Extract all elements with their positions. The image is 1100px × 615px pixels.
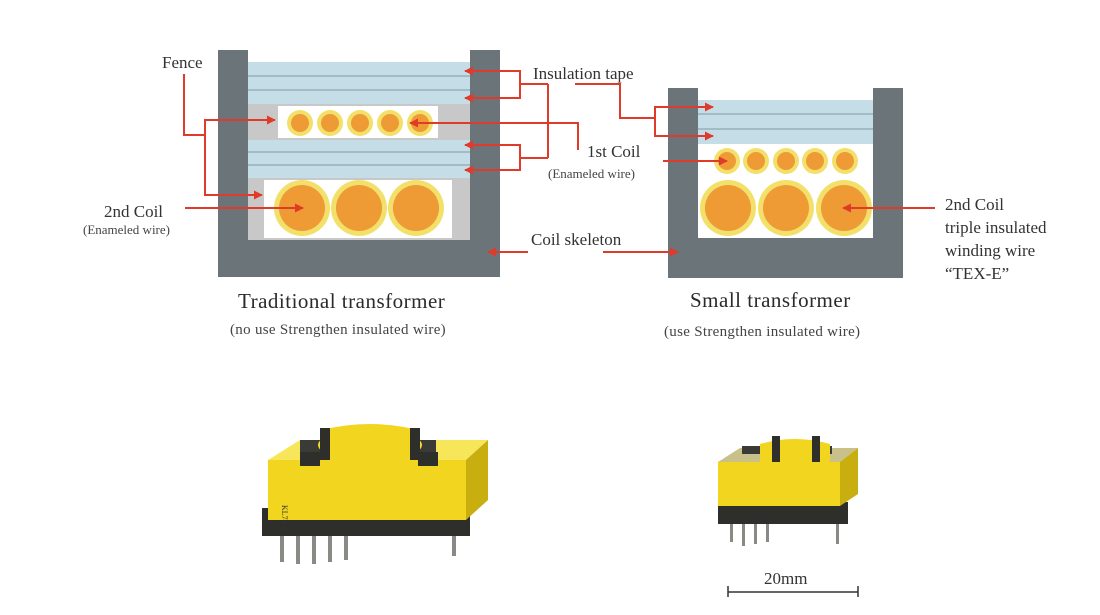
tape-arrow-6 bbox=[654, 118, 714, 141]
traditional-transformer-section bbox=[218, 50, 500, 277]
traditional-transformer-subtitle: (no use Strengthen insulated wire) bbox=[230, 322, 446, 338]
coil-skeleton-base bbox=[218, 240, 500, 277]
callout-arrows bbox=[183, 66, 935, 257]
small-insulation-tape bbox=[698, 100, 873, 144]
small-transformer-title: Small transformer bbox=[690, 288, 851, 312]
svg-text:triple insulated: triple insulated bbox=[945, 218, 1047, 237]
fence-label: Fence bbox=[162, 53, 203, 72]
coil-skeleton-label: Coil skeleton bbox=[531, 230, 622, 249]
tape-arrow-5 bbox=[654, 102, 714, 118]
second-coil-left-sublabel: (Enameled wire) bbox=[83, 222, 170, 237]
coil-skeleton-left-wall bbox=[218, 50, 248, 277]
insulation-tape-label: Insulation tape bbox=[533, 64, 634, 83]
small-skeleton-base bbox=[668, 238, 903, 278]
first-coil-sublabel: (Enameled wire) bbox=[548, 166, 635, 181]
scale-bar: 20mm bbox=[727, 569, 859, 597]
fence-arrow-lower bbox=[204, 135, 263, 200]
first-coil-wires bbox=[287, 110, 433, 136]
insulation-tape-upper bbox=[248, 62, 470, 104]
first-coil-arrow-left bbox=[409, 118, 579, 150]
tape-arrow-2 bbox=[464, 84, 521, 103]
svg-text:2nd Coil: 2nd Coil bbox=[945, 195, 1004, 214]
second-coil-left-label: 2nd Coil bbox=[104, 202, 163, 221]
svg-text:“TEX-E”: “TEX-E” bbox=[945, 264, 1009, 283]
tape-arrow-4 bbox=[464, 158, 521, 175]
small-transformer-subtitle: (use Strengthen insulated wire) bbox=[664, 324, 860, 340]
tape-arrow-3 bbox=[464, 140, 521, 158]
scale-bar-label: 20mm bbox=[764, 569, 807, 588]
small-first-coil-wires bbox=[714, 148, 858, 174]
second-coil-right-label: 2nd Coil triple insulated winding wire “… bbox=[945, 195, 1047, 283]
traditional-transformer-photo: KL74 K bbox=[262, 424, 488, 564]
svg-text:winding wire: winding wire bbox=[945, 241, 1035, 260]
transformer-pins bbox=[280, 536, 456, 564]
first-coil-label: 1st Coil bbox=[587, 142, 641, 161]
insulation-tape-middle bbox=[248, 140, 470, 178]
small-second-coil-wires bbox=[700, 180, 872, 236]
coil-skeleton-right-wall bbox=[470, 50, 500, 277]
small-transformer-section bbox=[668, 88, 903, 278]
small-transformer-photo bbox=[718, 436, 858, 546]
tape-arrow-1 bbox=[464, 66, 521, 84]
part-marking: KL74 K bbox=[280, 505, 289, 532]
traditional-transformer-title: Traditional transformer bbox=[238, 289, 445, 313]
